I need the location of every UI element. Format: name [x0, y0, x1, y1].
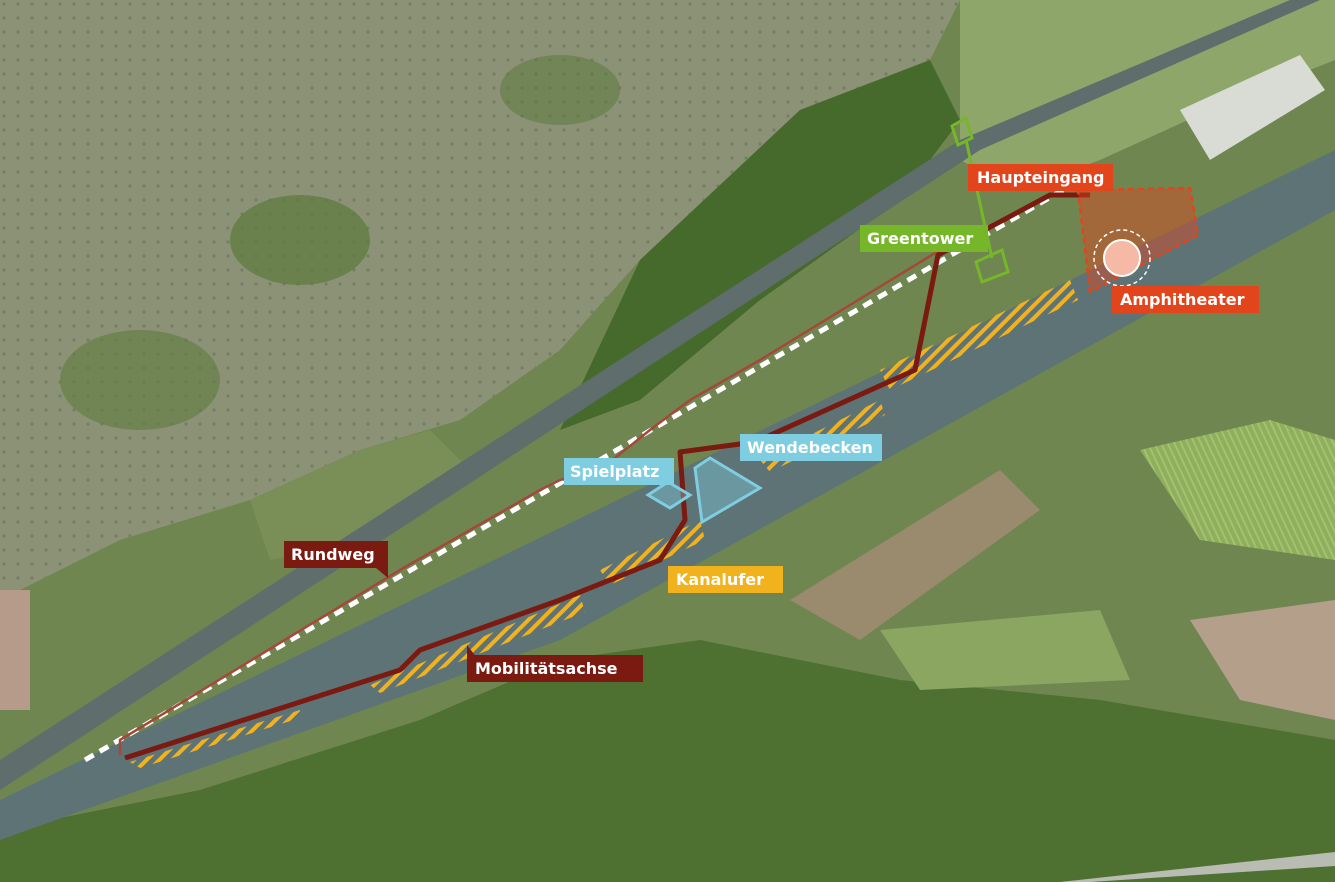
label-rundweg-text: Rundweg	[291, 545, 375, 564]
label-rundweg: Rundweg	[284, 541, 388, 578]
railway-dashed	[83, 177, 1082, 763]
greentower-base	[974, 247, 1010, 284]
label-spielplatz-text: Spielplatz	[570, 462, 660, 481]
label-haupteingang-text: Haupteingang	[977, 168, 1105, 187]
label-amphitheater-text: Amphitheater	[1120, 290, 1245, 309]
label-spielplatz: Spielplatz	[564, 458, 674, 485]
field-green	[1140, 420, 1335, 560]
kanalufer-band	[130, 710, 300, 768]
label-mobilitaetsachse: Mobilitätsachse	[467, 645, 643, 682]
urban-green	[500, 55, 620, 125]
label-haupteingang: Haupteingang	[968, 164, 1113, 191]
greentower-top	[950, 115, 974, 148]
highway	[1060, 852, 1335, 882]
label-kanalufer: Kanalufer	[668, 566, 783, 593]
label-amphitheater: Amphitheater	[1112, 286, 1259, 313]
amphitheater-circle	[1103, 239, 1141, 277]
field-brown	[790, 470, 1040, 640]
park-area	[960, 0, 1335, 190]
wendebecken-shape	[693, 456, 763, 525]
label-kanalufer-text: Kanalufer	[676, 570, 764, 589]
label-greentower: Greentower	[860, 225, 988, 252]
field-green	[880, 610, 1130, 690]
label-mobilitaetsachse-text: Mobilitätsachse	[475, 659, 618, 678]
label-greentower-text: Greentower	[867, 229, 973, 248]
greenhouses	[1180, 55, 1325, 160]
urban-area-texture	[0, 0, 960, 600]
label-wendebecken-text: Wendebecken	[747, 438, 873, 457]
spielplatz-shape	[645, 480, 693, 510]
field-brown	[1190, 600, 1335, 720]
allotment-gardens	[250, 430, 470, 560]
field-left	[0, 590, 30, 710]
kanalufer-band	[370, 595, 585, 693]
urban-green	[230, 195, 370, 285]
kanalufer-band	[880, 280, 1078, 390]
south-woodland	[0, 640, 1335, 882]
kanalufer-band	[600, 520, 705, 585]
label-wendebecken: Wendebecken	[740, 434, 882, 461]
urban-green	[60, 330, 220, 430]
